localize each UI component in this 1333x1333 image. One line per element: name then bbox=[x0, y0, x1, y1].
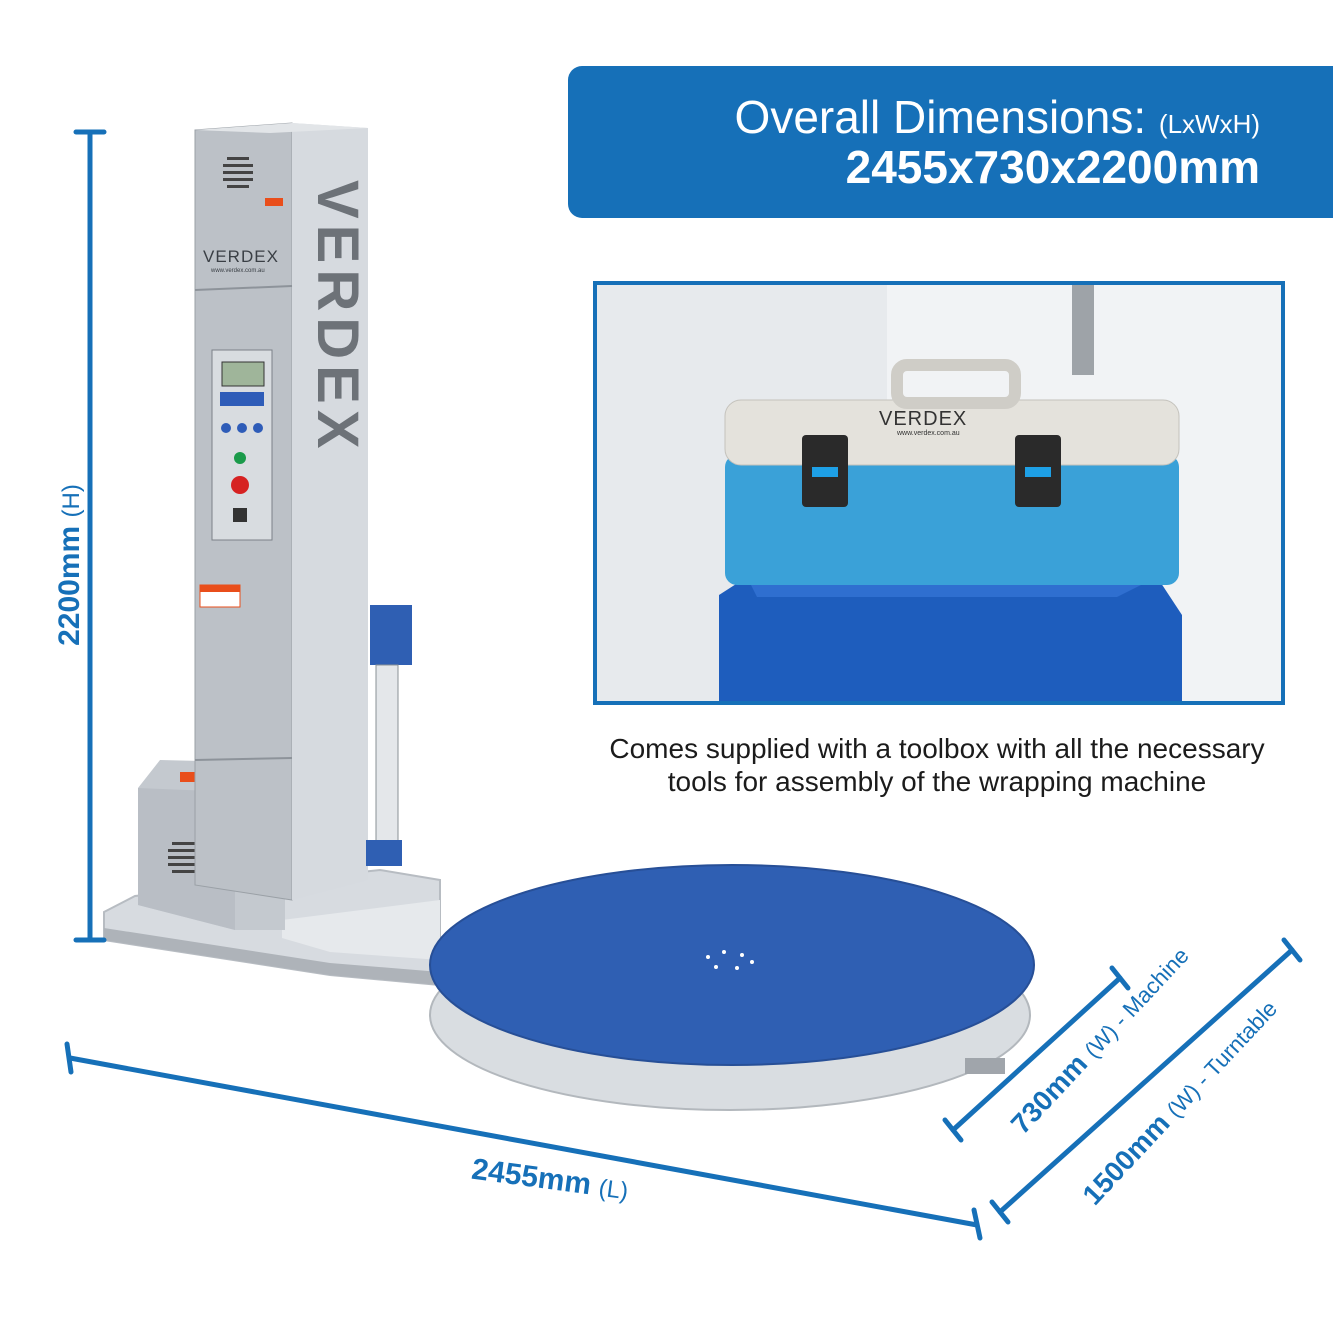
tower-vertical-logo: VERDEX bbox=[305, 180, 370, 455]
height-unit: (H) bbox=[58, 484, 85, 518]
toolbox-logo: VERDEX bbox=[879, 408, 967, 430]
machine-base-top bbox=[282, 900, 440, 960]
height-label: 2200mm (H) bbox=[53, 484, 87, 646]
selector-switch bbox=[233, 508, 247, 522]
film-carriage bbox=[370, 605, 412, 665]
length-unit: (L) bbox=[597, 1174, 630, 1206]
tower-plate-url: www.verdex.com.au bbox=[210, 268, 265, 274]
dimensions-banner: Overall Dimensions: (LxWxH) 2455x730x220… bbox=[568, 66, 1333, 218]
height-value: 2200mm bbox=[53, 525, 86, 646]
toolbox-caption: Comes supplied with a toolbox with all t… bbox=[609, 733, 1265, 797]
banner-dimensions: 2455x730x2200mm bbox=[845, 141, 1260, 193]
tower-vent-icon bbox=[223, 157, 253, 188]
tower-side bbox=[292, 123, 368, 900]
machine-width-dimension-line bbox=[950, 975, 1123, 1133]
control-display bbox=[221, 361, 265, 387]
toolbox-url: www.verdex.com.au bbox=[896, 430, 960, 437]
turntable-top bbox=[429, 864, 1035, 1066]
machine-base-edge bbox=[104, 912, 440, 985]
film-roll-mast bbox=[375, 664, 399, 846]
banner-title-text: Overall Dimensions: bbox=[734, 91, 1147, 143]
emergency-stop-button bbox=[231, 476, 249, 494]
dimension-lines bbox=[64, 129, 1303, 1241]
control-keys bbox=[220, 392, 264, 406]
start-button bbox=[234, 452, 246, 464]
machine-mast bbox=[1072, 285, 1094, 375]
toolbox-photo: VERDEX www.verdex.com.au bbox=[593, 281, 1285, 705]
banner-title-sub: (LxWxH) bbox=[1158, 109, 1260, 139]
blue-stand bbox=[719, 577, 1182, 701]
turntable-holes bbox=[706, 950, 754, 970]
tower-warning-label bbox=[265, 198, 283, 206]
banner-title: Overall Dimensions: (LxWxH) bbox=[735, 90, 1260, 144]
vent-icon bbox=[168, 842, 206, 873]
length-dimension-line bbox=[67, 1055, 980, 1228]
toolbox-body bbox=[725, 455, 1179, 585]
tower-top bbox=[195, 123, 368, 133]
turntable-width-dimension-line bbox=[997, 947, 1295, 1215]
carriage-base bbox=[366, 840, 402, 866]
tower-plate-logo: VERDEX bbox=[203, 247, 279, 266]
toolbox-illustration: VERDEX www.verdex.com.au bbox=[597, 285, 1281, 701]
toolbox-handle bbox=[891, 359, 1021, 409]
turntable-fork-pocket bbox=[965, 1058, 1005, 1074]
